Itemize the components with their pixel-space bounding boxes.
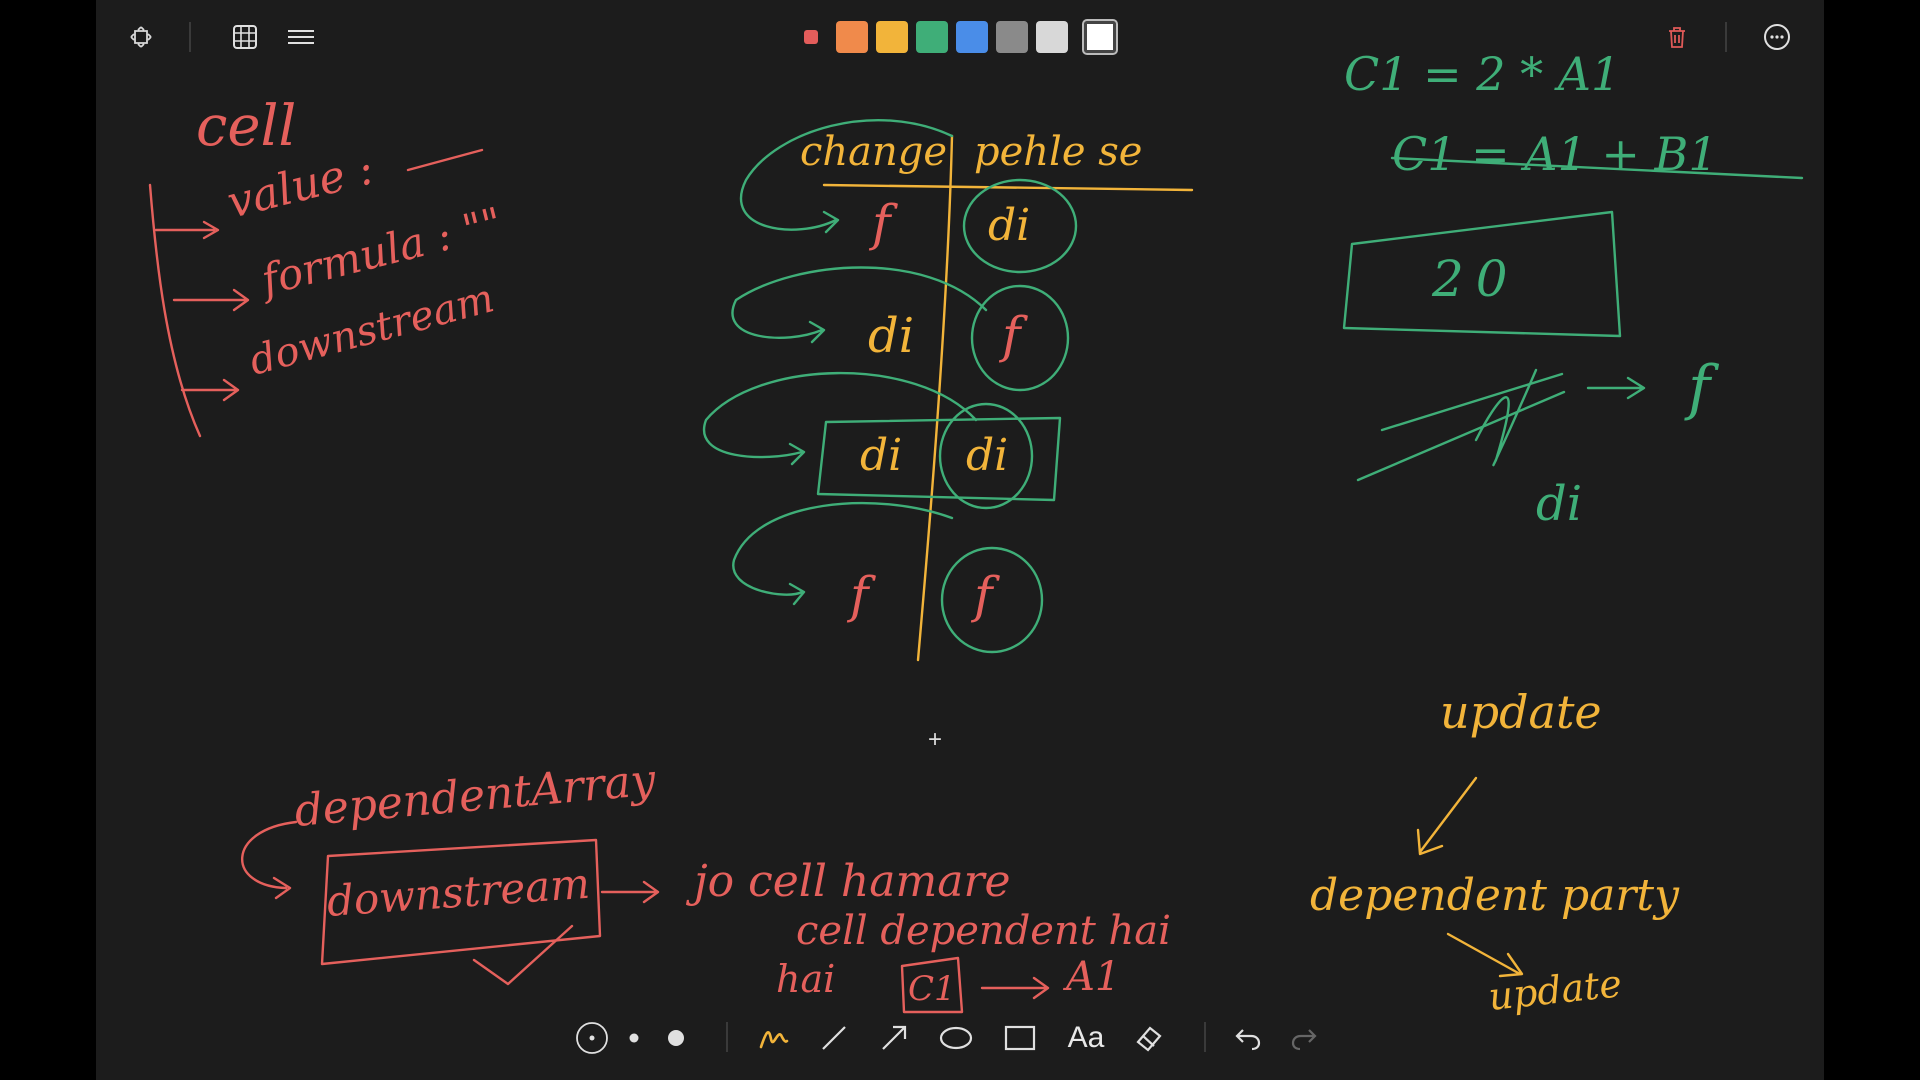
transform-below: di <box>1536 476 1582 532</box>
toolbar-divider-right <box>1725 22 1727 52</box>
dependent-array-sketch: dependentArray downstream jo cell hamare… <box>241 755 1171 1014</box>
grid-icon[interactable] <box>228 20 262 54</box>
toolbar-divider <box>189 22 191 52</box>
formula-struck: C1 = A1 + B1 <box>1392 127 1718 181</box>
table-row4-change: f <box>846 566 876 624</box>
note-target-a1: A1 <box>1062 954 1120 1000</box>
text-tool[interactable]: Aa <box>1066 1018 1106 1058</box>
drawing-canvas[interactable]: cell value : formula : "" downstream cha… <box>96 0 1824 1080</box>
undo-icon[interactable] <box>1228 1018 1268 1058</box>
dependent-party: dependent party <box>1310 870 1680 921</box>
table-row2-change: di <box>868 308 914 364</box>
whiteboard-app: cell value : formula : "" downstream cha… <box>96 0 1824 1080</box>
color-swatch-red[interactable] <box>804 30 818 44</box>
table-row4-pehle: f <box>970 566 1000 624</box>
dependent-array-label: dependentArray <box>293 755 659 837</box>
change-table-sketch: change pehle se f di di f di di f f <box>702 118 1194 662</box>
cell-title: cell <box>196 94 296 159</box>
ellipse-icon[interactable] <box>936 1018 976 1058</box>
pen-icon[interactable] <box>754 1018 794 1058</box>
formula-sketch: C1 = 2 * A1 C1 = A1 + B1 20 f di <box>1342 47 1804 532</box>
color-swatch-white[interactable] <box>1082 19 1118 55</box>
update-title: update <box>1440 685 1602 739</box>
point-size-medium-icon[interactable] <box>614 1018 654 1058</box>
point-size-large-icon[interactable] <box>656 1018 696 1058</box>
note-ref-c1: C1 <box>908 969 956 1009</box>
lines-icon[interactable] <box>284 20 318 54</box>
table-row3-change: di <box>860 430 902 481</box>
value-box-number: 20 <box>1431 250 1520 308</box>
color-swatch-green[interactable] <box>916 21 948 53</box>
crosshair-cursor-icon: + <box>928 726 943 753</box>
note-line3-prefix: hai <box>776 957 835 1001</box>
cell-structure-sketch: cell value : formula : "" downstream <box>148 94 507 438</box>
eraser-icon[interactable] <box>1128 1018 1168 1058</box>
tools-divider-left <box>726 1022 728 1052</box>
trash-icon[interactable] <box>1660 20 1694 54</box>
more-icon[interactable] <box>1760 20 1794 54</box>
color-swatch-light[interactable] <box>1036 21 1068 53</box>
line-icon[interactable] <box>814 1018 854 1058</box>
text-tool-label: Aa <box>1067 1021 1105 1054</box>
table-header-pehle-se: pehle se <box>974 129 1142 175</box>
color-swatch-orange[interactable] <box>836 21 868 53</box>
note-line2: cell dependent hai <box>796 908 1171 954</box>
rectangle-icon[interactable] <box>1000 1018 1040 1058</box>
arrow-icon[interactable] <box>874 1018 914 1058</box>
table-row2-pehle: f <box>998 306 1028 364</box>
note-line1: jo cell hamare <box>685 856 1011 907</box>
color-swatch-yellow[interactable] <box>876 21 908 53</box>
drawing-toolbar: Aa <box>96 1004 1824 1074</box>
table-row1-change: f <box>868 194 898 252</box>
redo-icon[interactable] <box>1284 1018 1324 1058</box>
downstream-box-label: downstream <box>325 859 591 926</box>
fullscreen-icon[interactable] <box>124 20 158 54</box>
color-swatch-blue[interactable] <box>956 21 988 53</box>
transform-right: f <box>1684 353 1720 423</box>
formula-top: C1 = 2 * A1 <box>1344 47 1620 101</box>
point-size-small-icon[interactable] <box>572 1018 612 1058</box>
update-flow-sketch: update dependent party update <box>1310 685 1680 1019</box>
color-palette <box>804 19 1118 55</box>
table-row3-pehle: di <box>966 430 1008 481</box>
color-swatch-gray[interactable] <box>996 21 1028 53</box>
table-header-change: change <box>800 129 947 175</box>
table-row1-pehle: di <box>988 200 1030 251</box>
tools-divider-right <box>1204 1022 1206 1052</box>
